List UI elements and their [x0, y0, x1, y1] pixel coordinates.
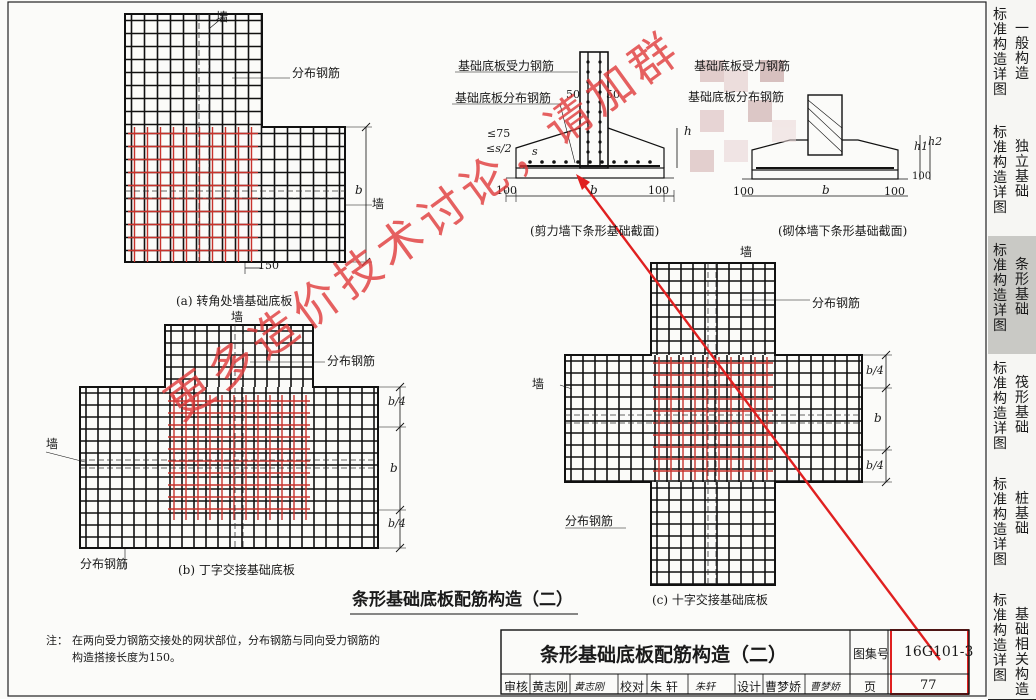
fc-dim-b: b: [874, 411, 882, 425]
fa-caption: (a) 转角处墙基础底板: [176, 294, 293, 308]
fb-wall-left-label: 墙: [46, 437, 59, 451]
note-line2: 构造搭接长度为150。: [72, 651, 181, 664]
fc-caption: (c) 十字交接基础底板: [652, 593, 768, 607]
tb-page-no: 77: [920, 678, 937, 693]
side-tab-col1: 标准构造详图: [993, 361, 1007, 452]
tb-check-name: 朱 轩: [650, 680, 678, 694]
side-tab-col2: 一般构造: [1015, 21, 1029, 82]
note-prefix: 注：: [46, 634, 68, 647]
side-tab-col1: 标准构造详图: [993, 125, 1007, 216]
section-masonry-wall: [690, 60, 931, 197]
fa-dim-150: 150: [258, 259, 279, 272]
sec1-main-bar-label: 基础底板受力钢筋: [458, 59, 555, 73]
title-block-lines: [500, 629, 970, 695]
tb-design-label: 设计: [737, 680, 762, 694]
fb-dim-b: b: [390, 461, 398, 475]
sec1-h: h: [684, 124, 692, 138]
tb-page-label: 页: [864, 680, 877, 694]
fa-distribution-label: 分布钢筋: [292, 66, 341, 80]
drawing-canvas: [7, 1, 987, 697]
tb-design-sign: 曹梦娇: [810, 682, 840, 693]
sec1-caption: (剪力墙下条形基础截面): [530, 224, 660, 238]
side-tab-4[interactable]: 标准构造详图桩基础: [988, 470, 1036, 587]
sec1-s: s: [532, 145, 538, 158]
tb-check-sign: 朱轩: [695, 682, 715, 693]
fb-distribution-top-label: 分布钢筋: [327, 354, 376, 368]
sec2-main-bar-label: 基础底板受力钢筋: [694, 59, 791, 73]
side-tab-col1: 标准构造详图: [993, 477, 1007, 568]
figure-a-plan: [124, 13, 372, 274]
fa-wall-top-label: 墙: [216, 10, 229, 24]
sec1-dim-left: 100: [496, 184, 517, 197]
fb-caption: (b) 丁字交接基础底板: [178, 563, 295, 577]
side-tab-col2: 桩基础: [1015, 491, 1029, 537]
side-tab-5[interactable]: 标准构造详图基础相关构造: [988, 586, 1036, 700]
side-tab-1[interactable]: 标准构造详图独立基础: [988, 118, 1036, 237]
tb-title: 条形基础底板配筋构造（二）: [540, 644, 788, 666]
section-shear-wall: [452, 51, 678, 202]
sec2-h2: h2: [928, 135, 943, 148]
tb-review-sign: 黄志刚: [574, 682, 604, 693]
sec1-le75: ≤75: [487, 127, 511, 140]
fc-dim-b4-top: b/4: [866, 364, 884, 377]
fa-wall-right-label: 墙: [372, 197, 385, 211]
figure-b-plan: [45, 324, 406, 570]
fc-distribution-bottom-label: 分布钢筋: [565, 514, 614, 528]
sec1-dim-right: 100: [648, 184, 669, 197]
sec1-dist-bar-label: 基础底板分布钢筋: [455, 91, 552, 105]
fc-wall-left-label: 墙: [532, 377, 545, 391]
sec2-dim-side: 100: [912, 171, 932, 182]
tb-atlas-label: 图集号: [853, 647, 890, 661]
tb-review-label: 审核: [504, 680, 529, 694]
fb-distribution-bottom-label: 分布钢筋: [80, 557, 129, 571]
side-tab-3[interactable]: 标准构造详图筏形基础: [988, 354, 1036, 471]
tb-review-name: 黄志刚: [532, 680, 569, 694]
side-tab-2[interactable]: 标准构造详图条形基础: [988, 236, 1036, 355]
fc-wall-top-label: 墙: [740, 245, 753, 259]
sec2-dim-right: 100: [884, 185, 905, 198]
tb-design-name: 曹梦娇: [765, 680, 802, 694]
fb-wall-top-label: 墙: [231, 310, 244, 324]
sec2-caption: (砌体墙下条形基础截面): [778, 224, 908, 238]
note-line1: 在两向受力钢筋交接处的网状部位，分布钢筋与同向受力钢筋的: [72, 634, 380, 647]
tb-atlas-no: 16G101-3: [904, 644, 974, 660]
fc-distribution-top-label: 分布钢筋: [812, 296, 861, 310]
sec2-h1: h1: [914, 140, 929, 153]
figure-c-plan: [559, 262, 892, 586]
annotation-arrow: [576, 174, 941, 661]
sec2-dim-b: b: [822, 183, 830, 197]
side-tab-0[interactable]: 标准构造详图一般构造: [988, 0, 1036, 119]
sec1-dim-b: b: [590, 183, 598, 197]
tb-check-label: 校对: [620, 680, 645, 694]
sec1-fifty-a: 50: [566, 88, 580, 101]
side-tab-col1: 标准构造详图: [993, 593, 1007, 684]
side-tab-col1: 标准构造详图: [993, 243, 1007, 334]
side-tab-col2: 基础相关构造: [1015, 607, 1029, 698]
side-tab-col2: 条形基础: [1015, 257, 1029, 318]
side-tab-col2: 独立基础: [1015, 139, 1029, 200]
sec1-les2: ≤s/2: [486, 142, 512, 155]
main-title: 条形基础底板配筋构造（二）: [352, 590, 573, 610]
side-tab-col2: 筏形基础: [1015, 375, 1029, 436]
fc-dim-b4-bottom: b/4: [866, 459, 884, 472]
fb-dim-b4-bottom: b/4: [388, 517, 406, 530]
fb-dim-b4-top: b/4: [388, 395, 406, 408]
sec2-dist-bar-label: 基础底板分布钢筋: [688, 90, 785, 104]
side-tab-col1: 标准构造详图: [993, 7, 1007, 98]
fa-dim-b: b: [355, 183, 363, 197]
sec2-dim-left: 100: [733, 185, 754, 198]
sec1-fifty-b: 50: [606, 88, 620, 101]
